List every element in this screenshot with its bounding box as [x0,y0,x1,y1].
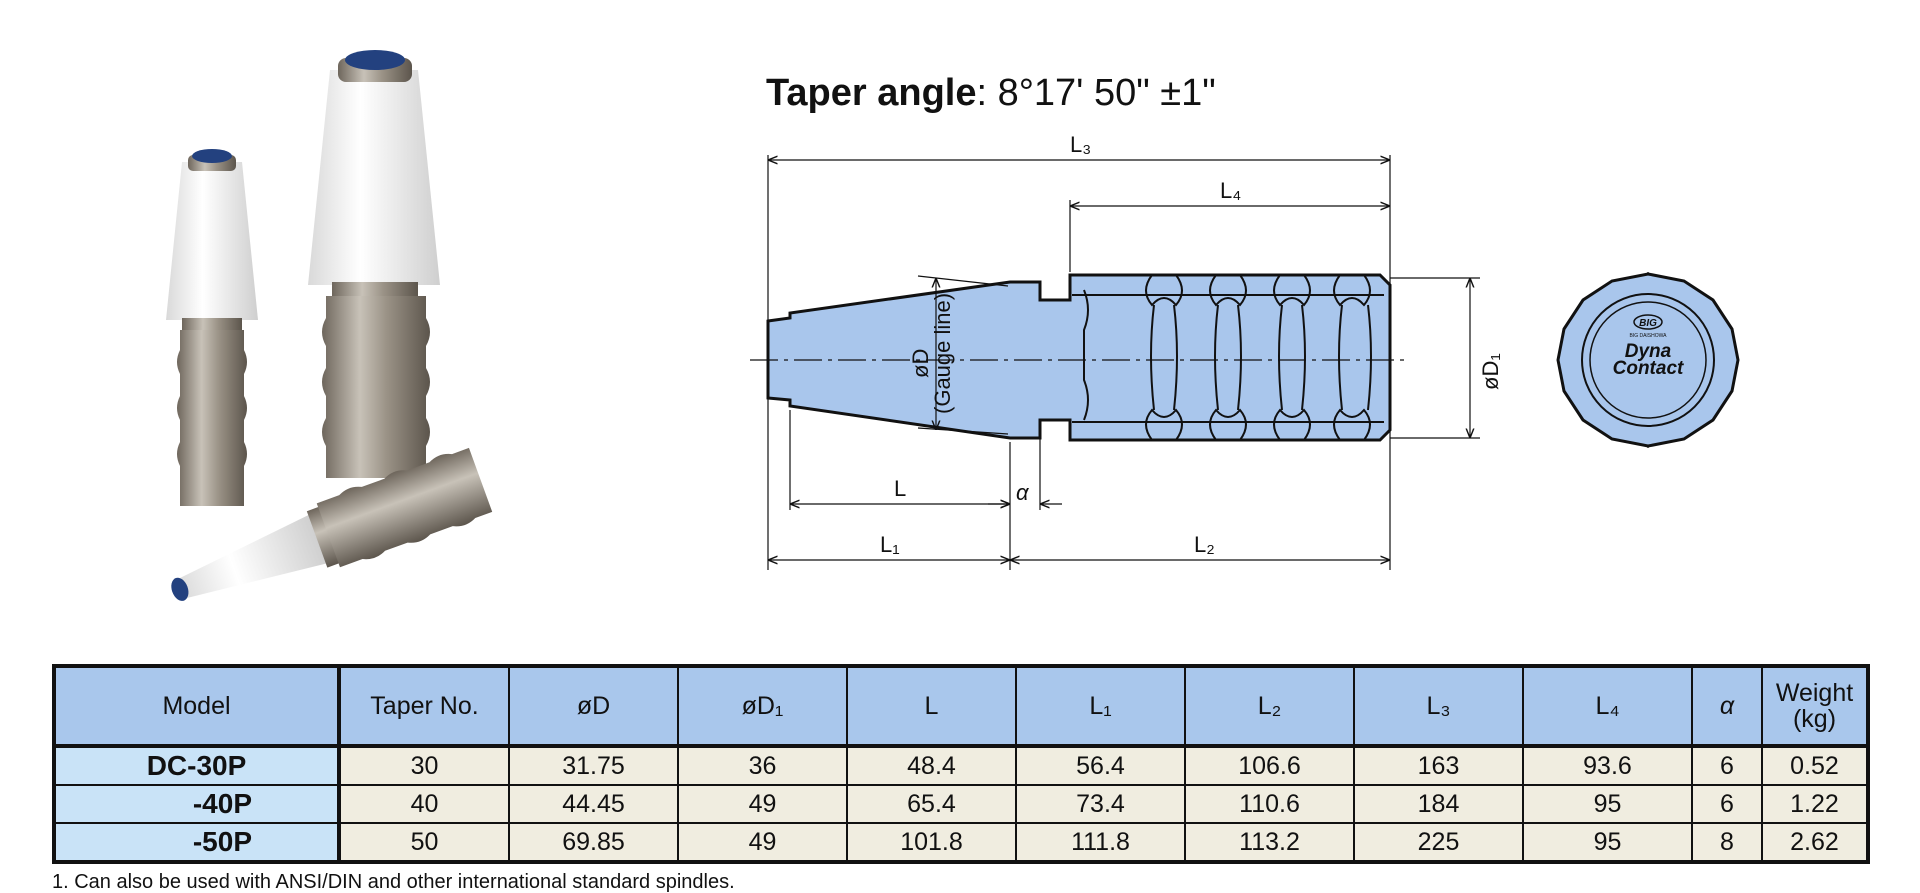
cell-taper-no: 30 [338,745,510,786]
table-row: DC-30P 30 31.75 36 48.4 56.4 106.6 163 9… [53,745,1869,786]
cell-model: -50P [53,822,341,863]
spec-table: Model Taper No. øD øD₁ L L₁ L₂ L₃ L₄ α W… [52,664,1870,864]
cell-alpha: 6 [1691,784,1763,824]
end-view-logo: BIG BIG DAISHOWA Dyna Contact [1556,272,1740,448]
cell-l2: 113.2 [1184,822,1355,863]
header-weight-line2: (kg) [1792,705,1837,733]
dim-label-l4: L₄ [1220,178,1241,203]
header-l1: L₁ [1015,665,1186,747]
dimension-drawing: L₃ L₄ øD₁ øD (Gauge line) L α L₁ L₂ BIG … [750,132,1740,570]
footnote: 1. Can also be used with ANSI/DIN and ot… [52,871,735,893]
header-weight: Weight(kg) [1761,665,1869,747]
dim-label-l1: L₁ [880,532,900,557]
cell-d: 69.85 [508,822,679,863]
header-alpha: α [1691,665,1763,747]
cell-taper-no: 40 [338,784,510,824]
cell-model: DC-30P [53,745,341,786]
large-gauge-image [308,50,440,478]
dim-label-l: L [894,476,906,501]
cell-model: -40P [53,784,341,824]
logo-maker: BIG DAISHOWA [1629,333,1667,339]
taper-angle-value: : 8°17' 50" ±1" [976,72,1216,114]
logo-badge: BIG [1639,318,1657,329]
table-header-row: Model Taper No. øD øD₁ L L₁ L₂ L₃ L₄ α W… [53,665,1869,747]
cell-alpha: 8 [1691,822,1763,863]
cell-weight: 1.22 [1761,784,1869,824]
cell-l: 65.4 [846,784,1017,824]
cell-l1: 73.4 [1015,784,1186,824]
taper-angle-label: Taper angle [766,72,977,114]
cell-alpha: 6 [1691,745,1763,786]
cell-l2: 106.6 [1184,745,1355,786]
cell-l3: 225 [1353,822,1524,863]
dim-label-alpha: α [1016,480,1030,505]
cell-d: 44.45 [508,784,679,824]
header-model: Model [53,665,341,747]
dim-label-gauge-line: (Gauge line) [930,293,955,414]
header-l2: L₂ [1184,665,1355,747]
groove-lines [1072,274,1384,441]
extension-lines [767,155,1480,570]
cell-d1: 49 [677,822,848,863]
dim-label-l3: L₃ [1070,132,1091,157]
dimension-lines [768,160,1470,560]
table-row: -40P 40 44.45 49 65.4 73.4 110.6 184 95 … [53,784,1869,824]
cell-l3: 184 [1353,784,1524,824]
header-d: øD [508,665,679,747]
taper-angle-title: Taper angle: 8°17' 50" ±1" [766,72,1216,115]
logo-line1: Dyna [1625,341,1672,362]
product-photo [166,50,493,601]
cell-weight: 0.52 [1761,745,1869,786]
cell-l: 48.4 [846,745,1017,786]
cell-l1: 56.4 [1015,745,1186,786]
lying-gauge-image [171,447,493,601]
cell-d1: 49 [677,784,848,824]
header-d1: øD₁ [677,665,848,747]
dim-label-l2: L₂ [1194,532,1215,557]
cell-l2: 110.6 [1184,784,1355,824]
cell-taper-no: 50 [338,822,510,863]
cell-weight: 2.62 [1761,822,1869,863]
cell-l1: 111.8 [1015,822,1186,863]
header-taper-no: Taper No. [338,665,510,747]
header-l4: L₄ [1522,665,1693,747]
cell-l4: 95 [1522,822,1693,863]
logo-line2: Contact [1613,358,1684,379]
header-l3: L₃ [1353,665,1524,747]
cell-d: 31.75 [508,745,679,786]
header-weight-line1: Weight [1775,679,1854,707]
dim-label-d1: øD₁ [1478,353,1503,390]
cell-l4: 93.6 [1522,745,1693,786]
cell-d1: 36 [677,745,848,786]
header-l: L [846,665,1017,747]
cell-l3: 163 [1353,745,1524,786]
dim-label-d: øD [908,349,933,378]
cell-l: 101.8 [846,822,1017,863]
small-gauge-image [166,149,258,506]
table-row: -50P 50 69.85 49 101.8 111.8 113.2 225 9… [53,822,1869,863]
cell-l4: 95 [1522,784,1693,824]
